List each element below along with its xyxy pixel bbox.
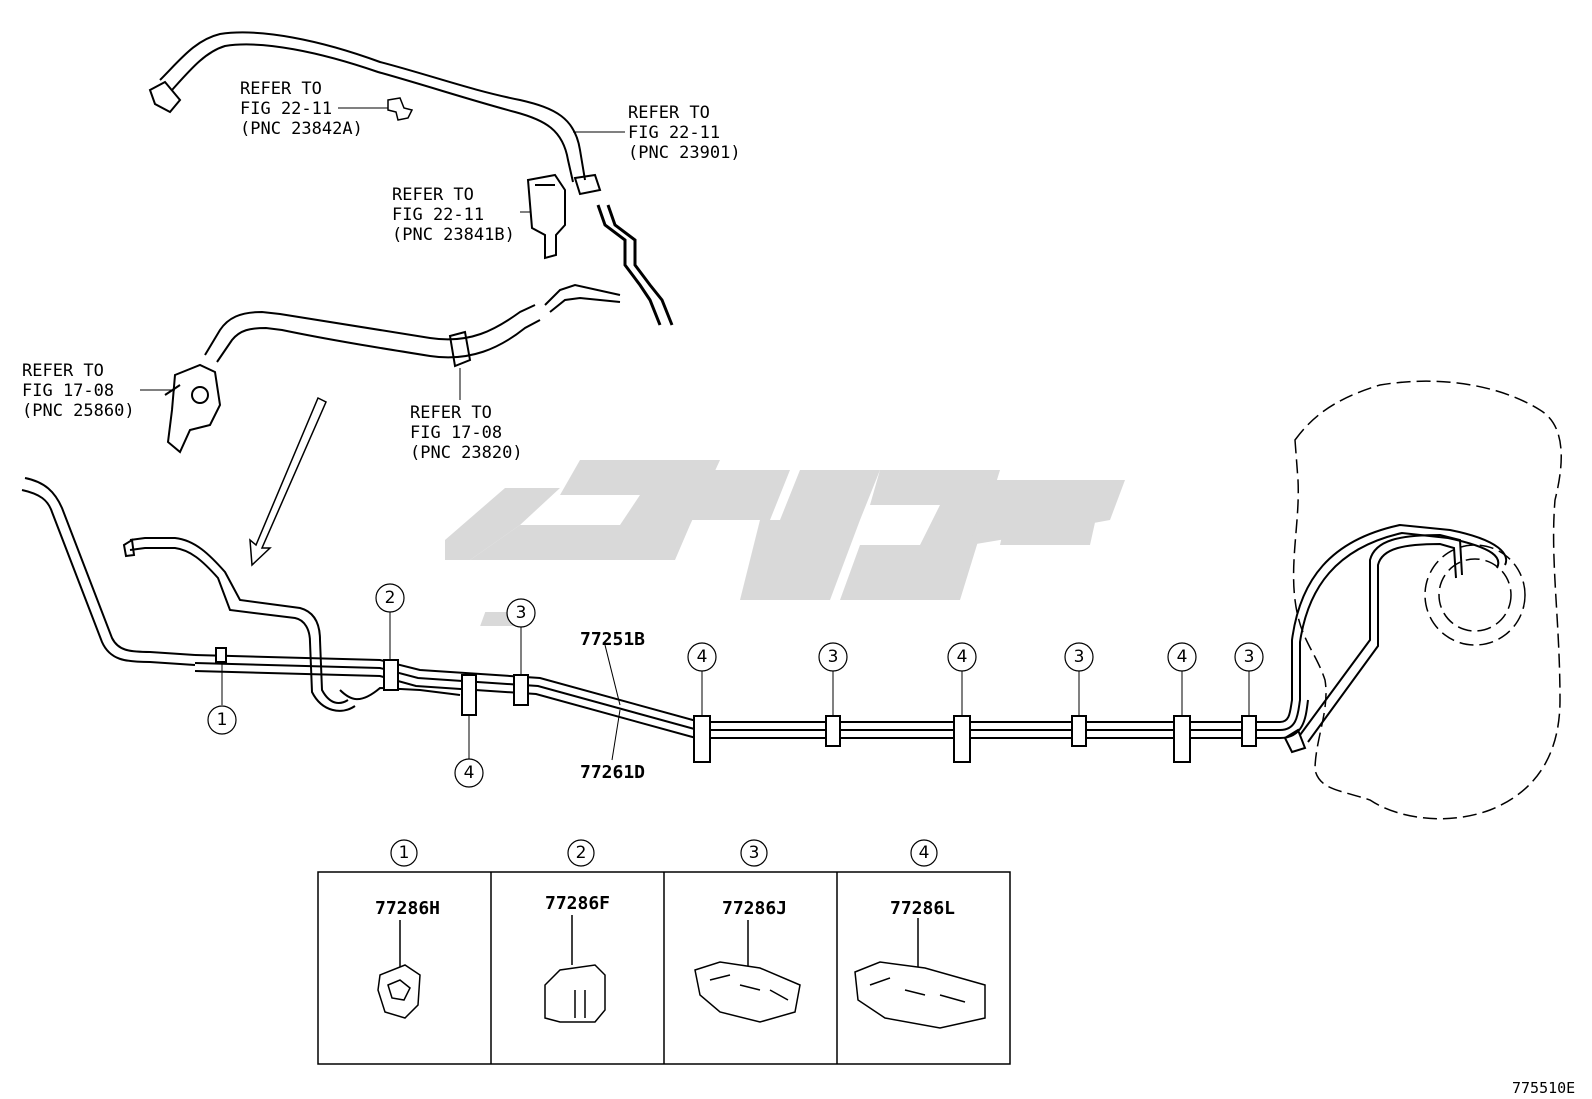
- part-number-77261D: 77261D: [580, 762, 645, 783]
- fuel-tank-outline: [1292, 380, 1562, 820]
- svg-text:FIG 17-08: FIG 17-08: [410, 423, 502, 443]
- figure-id: 775510E: [1512, 1079, 1575, 1097]
- filler-pipe: [21, 477, 356, 712]
- svg-text:1: 1: [217, 710, 228, 730]
- clamp-3-b: [825, 715, 841, 747]
- marker-4: 4: [687, 642, 717, 672]
- table-part-77286J: 77286J: [722, 898, 787, 919]
- svg-text:FIG 22-11: FIG 22-11: [392, 205, 484, 225]
- refer-note-23901: REFER TO FIG 22-11 (PNC 23901): [628, 103, 741, 163]
- svg-text:3: 3: [1244, 647, 1255, 667]
- svg-text:(PNC 25860): (PNC 25860): [22, 401, 135, 421]
- svg-text:3: 3: [828, 647, 839, 667]
- svg-text:(PNC 23841B): (PNC 23841B): [392, 225, 515, 245]
- canister-hose: [204, 283, 621, 368]
- marker-2: 2: [375, 583, 405, 613]
- svg-text:REFER TO: REFER TO: [410, 403, 492, 423]
- marker-4: 4: [1167, 642, 1197, 672]
- svg-text:1: 1: [399, 843, 410, 863]
- svg-text:2: 2: [385, 588, 396, 608]
- table-header-4: 4: [910, 839, 938, 867]
- line-clamps: [215, 647, 1257, 763]
- svg-text:REFER TO: REFER TO: [628, 103, 710, 123]
- clamp-markers: 1 2 4 3 4 3 4 3 4 3: [207, 583, 1264, 788]
- svg-text:3: 3: [749, 843, 760, 863]
- table-header-1: 1: [390, 839, 418, 867]
- tank-lines: [1283, 533, 1463, 754]
- clamp-4-d: [1173, 715, 1191, 763]
- canister-25860: [164, 363, 222, 454]
- watermark-logo: [445, 460, 1125, 626]
- refer-note-23841B: REFER TO FIG 22-11 (PNC 23841B): [392, 185, 515, 245]
- clamp-table: 1 2 3 4 77286H 77286F 77286J 77286L: [317, 839, 1011, 1065]
- svg-text:4: 4: [919, 843, 930, 863]
- clamp-sketch-77286J: [694, 920, 801, 1023]
- direction-arrow: [249, 396, 327, 567]
- marker-1: 1: [207, 705, 237, 735]
- clamp-4-c: [953, 715, 971, 763]
- svg-text:3: 3: [516, 603, 527, 623]
- table-part-77286L: 77286L: [890, 898, 955, 919]
- refer-note-25860: REFER TO FIG 17-08 (PNC 25860): [22, 361, 135, 421]
- vent-line-vertical: [596, 204, 674, 326]
- svg-text:2: 2: [576, 843, 587, 863]
- upper-vapor-hose: [148, 31, 602, 196]
- table-header-3: 3: [740, 839, 768, 867]
- svg-text:(PNC 23901): (PNC 23901): [628, 143, 741, 163]
- clamp-3-a: [513, 674, 529, 706]
- clip-23842A: [387, 97, 414, 121]
- svg-text:FIG 22-11: FIG 22-11: [240, 99, 332, 119]
- refer-note-23820: REFER TO FIG 17-08 (PNC 23820): [410, 403, 523, 463]
- svg-text:4: 4: [1177, 647, 1188, 667]
- svg-text:(PNC 23820): (PNC 23820): [410, 443, 523, 463]
- part-number-77251B: 77251B: [580, 629, 645, 650]
- svg-text:FIG 22-11: FIG 22-11: [628, 123, 720, 143]
- svg-text:4: 4: [957, 647, 968, 667]
- fuel-lines-77251B-77261D: [194, 523, 1508, 739]
- svg-text:(PNC 23842A): (PNC 23842A): [240, 119, 363, 139]
- refer-note-23842A: REFER TO FIG 22-11 (PNC 23842A): [240, 79, 363, 139]
- connector-23841B: [526, 173, 566, 260]
- clamp-sketch-77286L: [854, 918, 986, 1029]
- svg-text:FIG 17-08: FIG 17-08: [22, 381, 114, 401]
- marker-3: 3: [1234, 642, 1264, 672]
- svg-text:REFER TO: REFER TO: [22, 361, 104, 381]
- svg-text:4: 4: [697, 647, 708, 667]
- table-part-77286F: 77286F: [545, 893, 610, 914]
- marker-4: 4: [454, 758, 484, 788]
- leader-lines: [140, 107, 1250, 761]
- clamp-4-b: [693, 715, 711, 763]
- table-header-2: 2: [567, 839, 595, 867]
- marker-4: 4: [947, 642, 977, 672]
- clamp-4-a: [461, 674, 477, 716]
- marker-3: 3: [1064, 642, 1094, 672]
- clamp-1: [215, 647, 227, 663]
- marker-3: 3: [506, 598, 536, 628]
- svg-text:3: 3: [1074, 647, 1085, 667]
- table-part-77286H: 77286H: [375, 898, 440, 919]
- svg-text:4: 4: [464, 763, 475, 783]
- clamp-sketch-77286H: [377, 920, 421, 1019]
- clamp-2: [383, 659, 399, 691]
- clamp-3-d: [1241, 715, 1257, 747]
- svg-text:REFER TO: REFER TO: [240, 79, 322, 99]
- clamp-sketch-77286F: [544, 915, 606, 1023]
- marker-3: 3: [818, 642, 848, 672]
- clamp-3-c: [1071, 715, 1087, 747]
- svg-text:REFER TO: REFER TO: [392, 185, 474, 205]
